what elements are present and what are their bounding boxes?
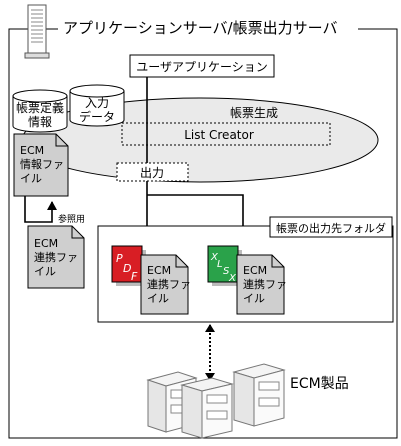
pdf-link-line1: ECM	[147, 264, 171, 277]
xlsx-link-line3: イル	[243, 292, 265, 305]
pdf-link-line2: 連携ファ	[147, 277, 191, 291]
svg-text:X: X	[210, 252, 219, 263]
user-application-label: ユーザアプリケーション	[136, 60, 268, 74]
reference-label: 参照用	[58, 213, 85, 225]
pdf-link-line3: イル	[147, 292, 169, 305]
ecm-info-file-doc: ECM 情報ファ イル	[13, 133, 69, 197]
user-application-box: ユーザアプリケーション	[129, 54, 275, 78]
svg-text:D: D	[123, 262, 131, 275]
report-definition-line1: 帳票定義	[16, 100, 64, 115]
ecm-info-line3: イル	[20, 172, 42, 185]
svg-text:X: X	[228, 273, 237, 284]
ecm-link-left-line3: イル	[34, 265, 56, 278]
ecm-link-left-line2: 連携ファ	[34, 250, 78, 264]
filing-cabinet-right-icon	[232, 363, 286, 427]
svg-text:F: F	[131, 270, 138, 283]
xlsx-ecm-link-file-doc: ECM 連携ファ イル	[236, 254, 287, 315]
ecm-link-file-left-doc: ECM 連携ファ イル	[27, 225, 85, 289]
input-data-line2: データ	[79, 109, 115, 124]
output-box: 出力	[116, 162, 189, 182]
server-tower-icon	[24, 4, 50, 59]
filing-cabinet-center-icon	[180, 377, 234, 439]
ecm-product-label: ECM製品	[290, 376, 349, 392]
svg-text:S: S	[223, 266, 230, 277]
flow-arrows	[24, 77, 248, 381]
pdf-ecm-link-file-doc: ECM 連携ファ イル	[140, 254, 191, 315]
svg-text:L: L	[217, 259, 223, 270]
input-data-cylinder: 入力 データ	[69, 84, 125, 127]
ecm-link-left-line1: ECM	[34, 237, 58, 250]
xlsx-link-line1: ECM	[243, 264, 267, 277]
xlsx-link-line2: 連携ファ	[243, 277, 287, 291]
ecm-info-line2: 情報ファ	[20, 158, 64, 171]
list-creator-label: List Creator	[184, 128, 254, 142]
list-creator-box: List Creator	[121, 122, 331, 146]
output-label: 出力	[140, 166, 164, 180]
output-folder-label: 帳票の出力先フォルダ	[276, 221, 386, 235]
report-definition-line2: 情報	[28, 115, 52, 129]
server-title: アプリケーションサーバ/帳票出力サーバ	[63, 19, 337, 37]
ecm-info-line1: ECM	[20, 144, 44, 157]
report-definition-cylinder: 帳票定義 情報	[12, 89, 68, 133]
input-data-line1: 入力	[85, 96, 109, 110]
svg-text:P: P	[116, 252, 123, 265]
report-generation-label: 帳票生成	[230, 106, 278, 120]
